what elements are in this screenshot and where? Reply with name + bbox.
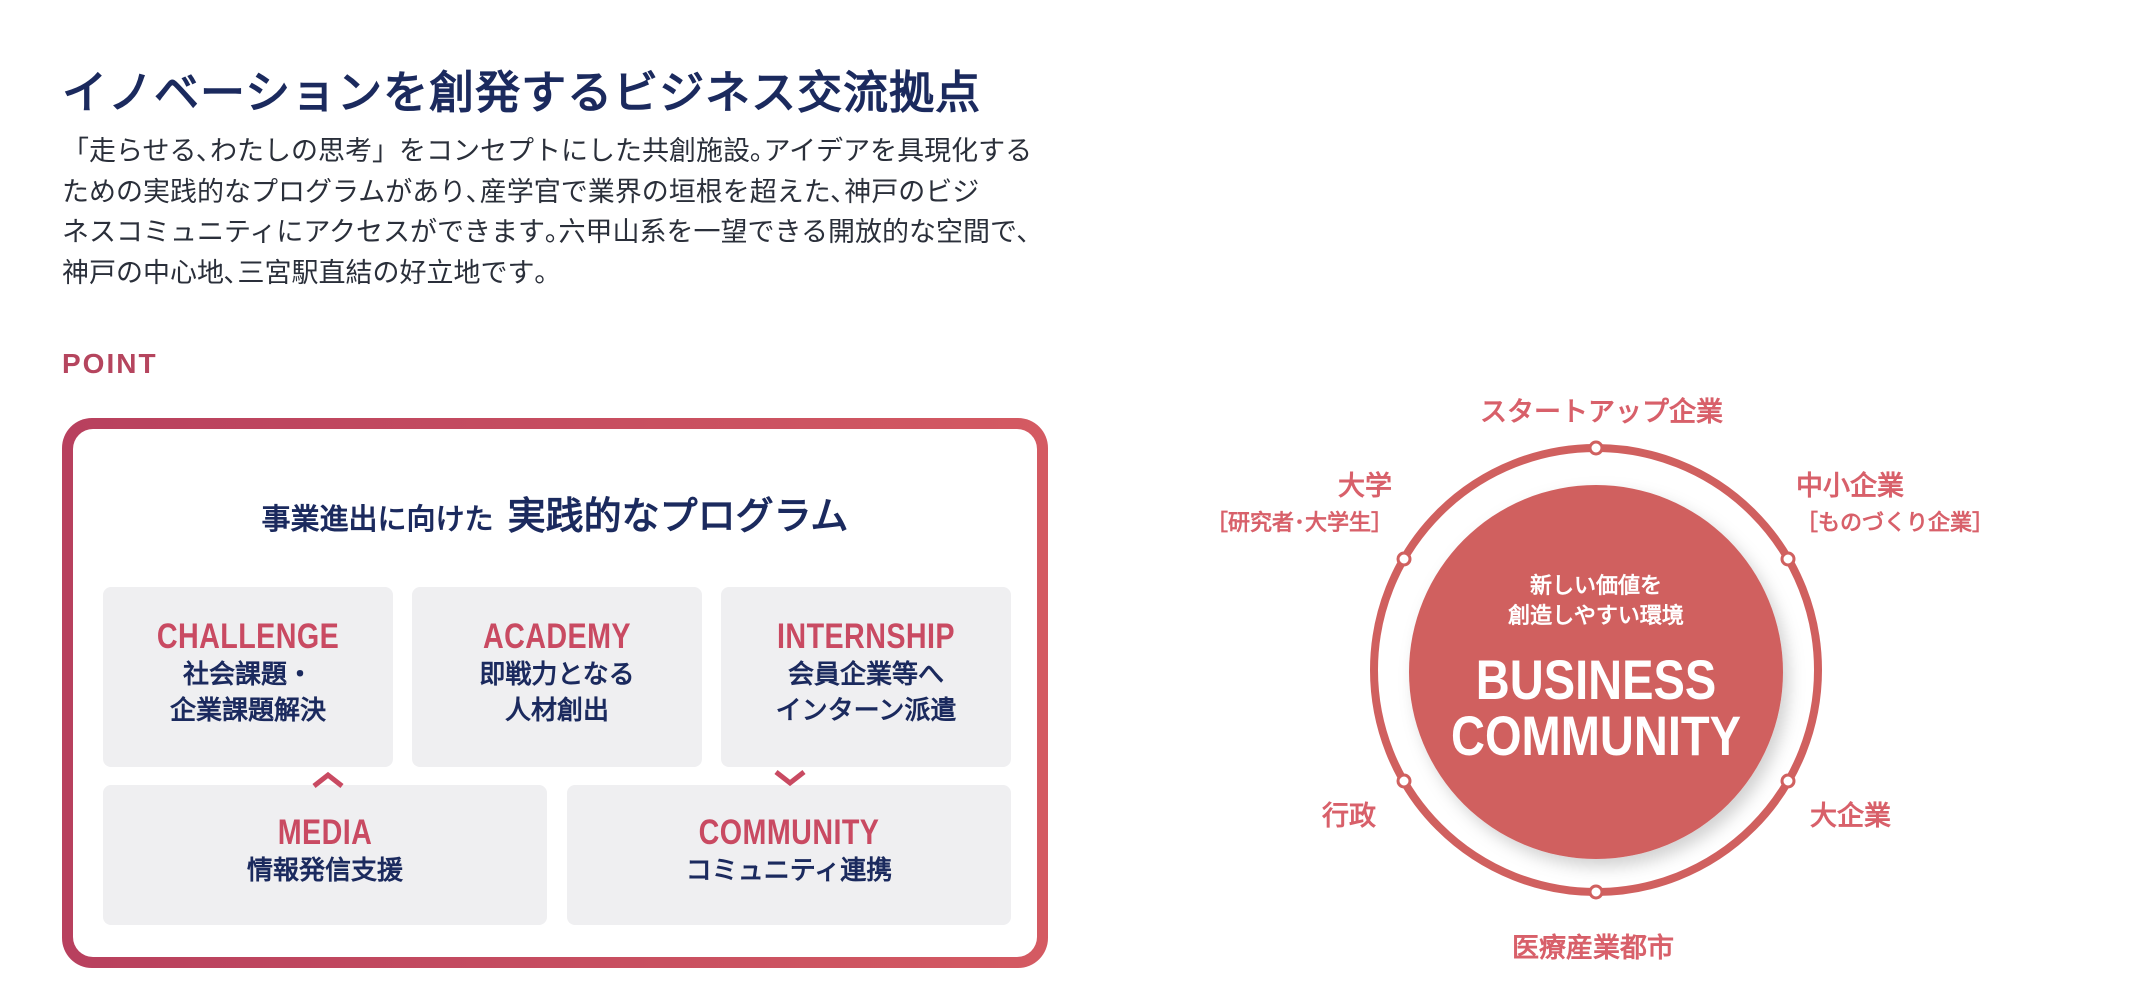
community-title: BUSINESS COMMUNITY: [1450, 648, 1742, 767]
description-line: 神戸の中心地､三宮駅直結の好立地です｡: [62, 257, 548, 289]
community-center: 新しい価値を 創造しやすい環境 BUSINESS COMMUNITY: [1410, 572, 1782, 764]
program-card-title: ACADEMY: [483, 617, 631, 656]
node-dot: [1396, 551, 1412, 567]
node-university: 大学 ［研究者･大学生］: [1206, 471, 1394, 536]
node-dot: [1780, 773, 1796, 789]
program-title: 事業進出に向けた実践的なプログラム: [73, 485, 1037, 540]
node-dot: [1780, 551, 1796, 567]
community-core: [1409, 485, 1783, 859]
node-medical-city: 医療産業都市: [1512, 933, 1674, 964]
program-card-challenge: CHALLENGE 社会課題・ 企業課題解決: [103, 587, 393, 767]
node-dot: [1588, 884, 1604, 900]
node-sme: 中小企業 ［ものづくり企業］: [1796, 471, 1995, 536]
node-large-enterprise: 大企業: [1810, 801, 1891, 832]
community-tagline: 新しい価値を 創造しやすい環境: [1508, 574, 1684, 629]
program-card-media: MEDIA 情報発信支援: [103, 785, 547, 925]
program-card-title: INTERNSHIP: [777, 617, 955, 656]
node-startup: スタートアップ企業: [1480, 397, 1723, 428]
program-card-desc: 会員企業等へ インターン派遣: [775, 660, 957, 726]
chevron-down-icon: [774, 770, 806, 787]
description-line: ネスコミュニティにアクセスができます｡六甲山系を一望できる開放的な空間で､: [62, 217, 1031, 248]
page-title: イノベーションを創発するビジネス交流拠点: [62, 66, 982, 119]
program-card-community: COMMUNITY コミュニティ連携: [567, 785, 1011, 925]
program-title-prefix: 事業進出に向けた: [261, 502, 494, 536]
program-frame: 事業進出に向けた実践的なプログラム CHALLENGE 社会課題・ 企業課題解決…: [62, 418, 1048, 968]
ring-node-dots: [1396, 440, 1796, 900]
program-card-desc: 即戦力となる 人材創出: [479, 660, 635, 726]
program-card-desc: 社会課題・ 企業課題解決: [169, 660, 326, 726]
program-card-title: COMMUNITY: [698, 813, 880, 852]
program-card-title: CHALLENGE: [156, 617, 340, 656]
program-card-title: MEDIA: [277, 813, 373, 852]
node-government: 行政: [1322, 801, 1376, 832]
description-line: ための実践的なプログラムがあり､産学官で業界の垣根を超えた､神戸のビジ: [62, 176, 980, 208]
description-line: 「走らせる､わたしの思考」をコンセプトにした共創施設｡アイデアを具現化する: [62, 136, 1033, 167]
chevron-up-icon: [312, 771, 344, 788]
node-dot: [1396, 773, 1412, 789]
program-panel: 事業進出に向けた実践的なプログラム CHALLENGE 社会課題・ 企業課題解決…: [73, 429, 1037, 957]
program-card-academy: ACADEMY 即戦力となる 人材創出: [412, 587, 702, 767]
program-card-internship: INTERNSHIP 会員企業等へ インターン派遣: [721, 587, 1011, 767]
description: 「走らせる､わたしの思考」をコンセプトにした共創施設｡アイデアを具現化する ため…: [62, 132, 1082, 294]
program-card-desc: 情報発信支援: [246, 856, 403, 886]
program-title-main: 実践的なプログラム: [507, 494, 849, 538]
program-card-desc: コミュニティ連携: [685, 856, 893, 886]
node-dot: [1588, 440, 1604, 456]
point-label: POINT: [62, 348, 158, 379]
